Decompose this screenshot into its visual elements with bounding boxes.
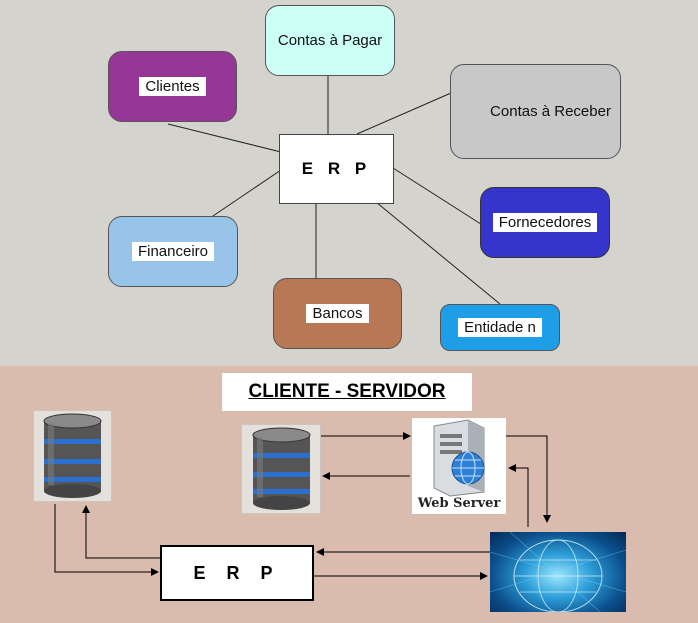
node-bancos-label: Bancos <box>306 304 369 323</box>
erp-client-box: E R P <box>160 545 314 601</box>
arrow-webserver-to-internet <box>506 435 551 523</box>
web-server-icon <box>433 419 485 497</box>
web-server: Web Server <box>412 418 506 514</box>
node-entidade-label: Entidade n <box>458 318 542 337</box>
database-right <box>241 424 321 514</box>
node-clientes-label: Clientes <box>139 77 206 96</box>
line-clientes <box>167 123 282 153</box>
line-financeiro <box>209 169 282 219</box>
node-contas-pagar-label: Contas à Pagar <box>277 32 383 49</box>
database-icon <box>43 413 102 498</box>
client-server-title: CLIENTE - SERVIDOR <box>222 373 472 411</box>
internet-globe <box>490 532 626 612</box>
node-contas-receber-label: Contas à Receber <box>490 103 611 120</box>
line-entidade <box>375 201 501 305</box>
database-icon <box>252 427 311 510</box>
node-clientes: Clientes <box>108 51 237 122</box>
arrow-db-to-erp <box>54 504 159 576</box>
erp-center-label: E R P <box>301 159 372 178</box>
line-fornecedores <box>392 167 485 227</box>
node-fornecedores-label: Fornecedores <box>492 213 598 232</box>
database-left <box>33 410 112 502</box>
globe-icon <box>490 532 626 612</box>
line-contas-receber <box>356 92 452 135</box>
node-financeiro: Financeiro <box>108 216 238 287</box>
erp-center-box: E R P <box>279 134 394 204</box>
node-contas-pagar: Contas à Pagar <box>265 5 395 76</box>
arrow-internet-to-webserver <box>508 464 529 527</box>
node-entidade: Entidade n <box>440 304 560 351</box>
node-fornecedores: Fornecedores <box>480 187 610 258</box>
erp-client-label: E R P <box>193 562 281 583</box>
client-server-title-text: CLIENTE - SERVIDOR <box>248 381 446 402</box>
client-server-arrows <box>54 432 551 580</box>
node-bancos: Bancos <box>273 278 402 349</box>
node-contas-receber: Contas à Receber <box>450 64 621 159</box>
node-financeiro-label: Financeiro <box>131 242 215 261</box>
web-server-label: Web Server <box>417 496 501 511</box>
